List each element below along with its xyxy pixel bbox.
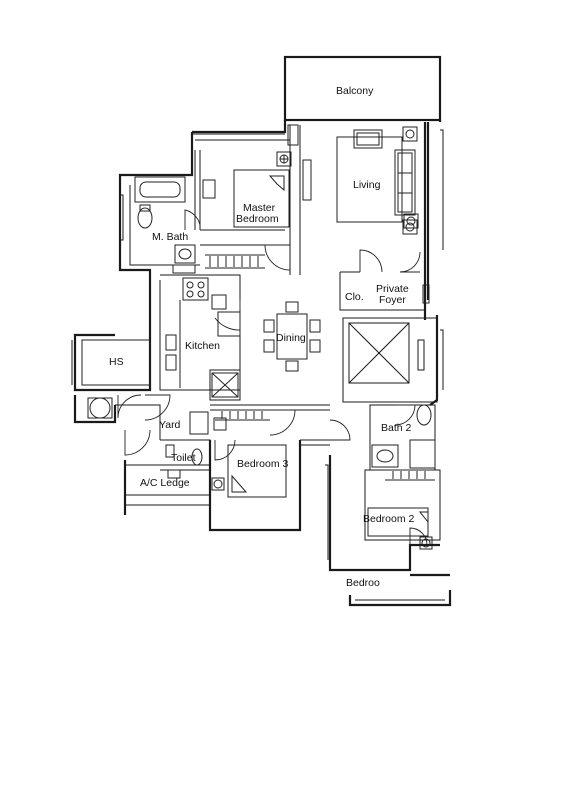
label-bath-2: Bath 2 xyxy=(381,422,412,434)
wardrobes xyxy=(215,409,435,481)
master-bath-fixtures xyxy=(134,176,216,274)
bath-2-fixtures xyxy=(371,404,436,469)
label-bedroom-2: Bedroom 2 xyxy=(363,513,415,525)
dining-set xyxy=(263,301,321,372)
label-ac-ledge: A/C Ledge xyxy=(140,477,190,489)
label-kitchen: Kitchen xyxy=(185,340,220,352)
label-bedroom-3: Bedroom 3 xyxy=(237,458,289,470)
utility-fixtures xyxy=(165,372,239,491)
windows xyxy=(71,129,445,601)
label-living: Living xyxy=(353,179,381,191)
kitchen-fixtures xyxy=(165,277,241,388)
label-yard: Yard xyxy=(159,419,181,431)
label-private-foyer-line2: Foyer xyxy=(379,294,406,306)
master-bedroom-furniture xyxy=(205,151,312,269)
living-furniture xyxy=(336,126,418,235)
label-bedroom-partial: Bedroo xyxy=(346,577,380,589)
household-shelter xyxy=(81,339,151,419)
bedroom-2-furniture xyxy=(367,507,433,550)
label-household-shelter: HS xyxy=(109,356,124,368)
bedroom-3-furniture xyxy=(227,444,287,498)
label-toilet: Toilet xyxy=(171,452,196,464)
room-labels: Balcony Living Master Bedroom M. Bath Cl… xyxy=(109,85,415,589)
label-master-bath: M. Bath xyxy=(152,231,188,243)
label-master-bedroom-line1: Master xyxy=(243,202,276,214)
label-dining: Dining xyxy=(276,332,306,344)
lift-shaft xyxy=(348,322,425,384)
foyer-fixtures xyxy=(287,124,430,304)
label-closet: Clo. xyxy=(345,291,364,303)
label-master-bedroom-line2: Bedroom xyxy=(236,213,279,225)
label-balcony: Balcony xyxy=(336,85,374,97)
label-private-foyer-line1: Private xyxy=(376,283,409,295)
